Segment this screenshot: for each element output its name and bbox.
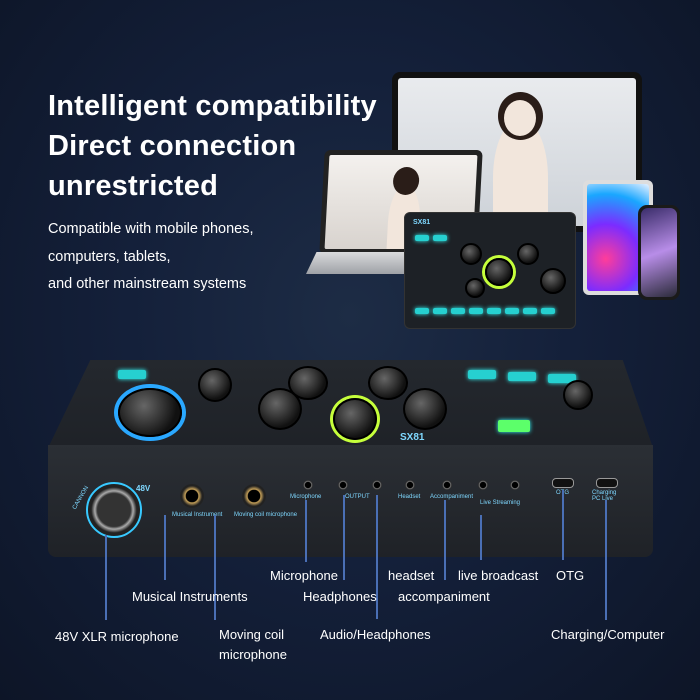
callout-line-moving [214,515,216,620]
microphone-jack [303,480,313,490]
label-moving-coil-1: Moving coil [219,627,285,642]
label-musical: Musical Instruments [132,589,248,604]
live-jack-2 [510,480,520,490]
callout-line-musical [164,515,166,580]
callout-line-charging [605,500,607,620]
description-line-2: computers, tablets, [48,249,171,265]
charging-port-label: Charging PC Live [592,490,617,502]
live-jack [478,480,488,490]
headline-line-2: Direct connection [48,130,297,162]
callout-line-otg [562,490,564,560]
description-line-3: and other mainstream systems [48,276,247,292]
label-live-broadcast: live broadcast [458,568,539,583]
model-label: SX81 [400,432,425,443]
sound-card-front-panel [48,445,653,557]
label-microphone: Microphone [270,568,338,583]
description-line-1: Compatible with mobile phones, [48,221,254,237]
label-accompaniment: accompaniment [398,589,490,604]
xlr-48v-label: 48V [136,484,151,493]
headline-line-3: unrestricted [48,170,218,202]
headline-line-1: Intelligent compatibility [48,90,377,122]
charging-usb-c-port [596,478,618,488]
instrument-jack [180,484,204,508]
desktop-monitor [392,72,642,232]
callout-line-headphones [343,495,345,580]
headphones-jack [338,480,348,490]
callout-line-audio [376,495,378,619]
model-label-small: SX81 [413,219,431,226]
moving-coil-jack [242,484,266,508]
live-port-label: Live Streaming [480,500,521,506]
small-sound-card: SX81 [404,212,576,329]
smartphone [638,205,680,300]
callout-line-accompaniment [444,500,446,580]
label-charging: Charging/Computer [551,627,665,642]
microphone-port-label: Microphone [290,494,322,500]
label-headphones: Headphones [303,589,377,604]
label-headset: headset [388,568,435,583]
label-xlr: 48V XLR microphone [55,629,179,644]
otg-usb-c-port [552,478,574,488]
label-moving-coil-2: microphone [219,647,287,662]
output-port-label: OUTPUT [345,494,370,500]
moving-coil-port-label: Moving coil microphone [234,512,298,518]
accompaniment-jack [442,480,452,490]
callout-line-live [480,515,482,560]
headset-port-label: Headset [398,494,421,500]
xlr-port [86,482,142,538]
instrument-port-label: Musical Instrument [172,512,223,518]
callout-line-mic [305,500,307,562]
label-audio-headphones: Audio/Headphones [320,627,431,642]
accompaniment-port-label: Accompaniment [430,494,474,500]
audio-headphones-jack [372,480,382,490]
headset-jack [405,480,415,490]
callout-line-xlr [105,535,107,620]
label-otg: OTG [556,568,585,583]
